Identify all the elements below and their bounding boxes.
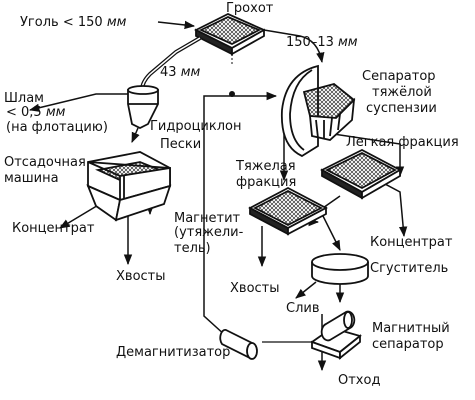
magnetic-separator-label-line2: сепаратор xyxy=(372,337,444,352)
light-fraction-label: Легкая фракция xyxy=(346,135,459,150)
screen-label: Грохот xyxy=(226,1,274,16)
overflow-label: Слив xyxy=(286,301,320,316)
thickener-label: Сгуститель xyxy=(370,261,449,276)
slime-label-line1: Шлам xyxy=(4,91,44,106)
jig-label-line2: машина xyxy=(4,171,59,186)
hydrocyclone-label: Гидроциклон xyxy=(150,119,242,134)
hydrocyclone-unit xyxy=(127,85,159,130)
fine-size-label: 43 мм xyxy=(160,65,201,80)
heavy-media-separator-unit xyxy=(280,64,356,158)
coarse-size-label: 150–13 мм xyxy=(286,35,358,50)
tailings-mid-label: Хвосты xyxy=(230,281,280,296)
magnetic-separator-unit xyxy=(310,310,362,360)
concentrate-right-label: Концентрат xyxy=(370,235,453,250)
separator-label-line2: тяжёлой xyxy=(372,85,432,100)
jig-unit xyxy=(86,151,172,222)
magnetite-label-line3: тель) xyxy=(174,241,211,256)
slime-label-line2: < 0,5 мм xyxy=(6,105,66,120)
magnetic-separator-label-line1: Магнитный xyxy=(372,321,450,336)
separator-label-line1: Сепаратор xyxy=(362,69,436,84)
separator-label-line3: суспензии xyxy=(366,101,437,116)
heavy-fraction-screen xyxy=(248,186,328,236)
slime-label-line3: (на флотацию) xyxy=(6,120,108,135)
concentrate-left-label: Концентрат xyxy=(12,221,95,236)
sands-label: Пески xyxy=(160,137,202,152)
screen-unit xyxy=(193,13,267,56)
thickener-unit xyxy=(311,253,369,285)
demagnetizer-unit xyxy=(219,329,258,360)
waste-label: Отход xyxy=(338,373,381,388)
mixing-point xyxy=(229,91,235,97)
magnetite-label-line1: Магнетит xyxy=(174,211,241,226)
coal-feed-label: Уголь < 150 мм xyxy=(20,15,127,30)
demagnetizer-label: Демагнитизатор xyxy=(116,345,231,360)
magnetite-label-line2: (утяжели- xyxy=(174,225,244,240)
heavy-fraction-label-line1: Тяжелая xyxy=(236,159,296,174)
jig-label-line1: Отсадочная xyxy=(4,155,86,170)
tailings-left-label: Хвосты xyxy=(116,269,166,284)
heavy-fraction-label-line2: фракция xyxy=(236,175,297,190)
light-fraction-screen xyxy=(320,148,402,200)
